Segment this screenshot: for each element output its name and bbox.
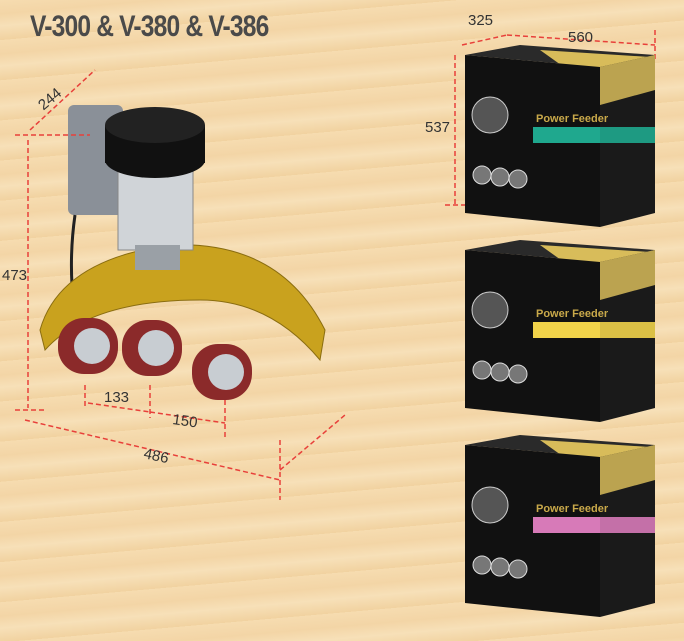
product-box: Power Feeder (465, 240, 655, 422)
box-color-stripe (533, 322, 600, 338)
machine-dimension-lines (15, 30, 656, 500)
power-feeder-machine (39, 105, 326, 400)
box-label: Power Feeder (536, 503, 609, 515)
product-box: Power Feeder (465, 435, 655, 617)
product-box: Power Feeder (465, 45, 655, 227)
page-title: V-300 & V-380 & V-386 (30, 10, 269, 43)
dim-gap2-label: 150 (171, 411, 198, 431)
dim-depth-label: 244 (35, 85, 65, 114)
motor-cap (105, 107, 205, 143)
box-label: Power Feeder (536, 308, 609, 320)
box-label: Power Feeder (536, 113, 609, 125)
yellow-hood (39, 244, 326, 362)
box-width-label: 560 (568, 29, 593, 46)
power-cable (69, 214, 77, 286)
dim-height-label: 473 (2, 267, 27, 284)
roller (122, 320, 182, 376)
roller (192, 344, 252, 400)
box-color-stripe (533, 517, 600, 533)
roller (58, 318, 118, 374)
dim-length-label: 486 (142, 445, 170, 467)
dim-gap1-label: 133 (104, 389, 129, 406)
box-depth-label: 325 (468, 12, 493, 29)
box-height-label: 537 (425, 119, 450, 136)
box-color-stripe (533, 127, 600, 143)
